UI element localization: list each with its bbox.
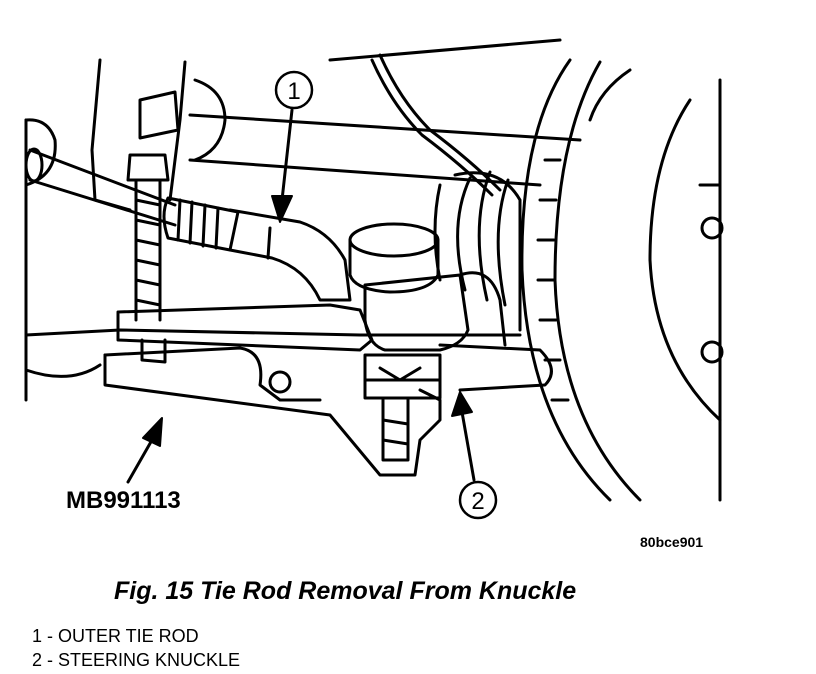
brake-rotor (520, 58, 724, 502)
callout-1-arrowhead (271, 195, 293, 223)
callout-1-leader (280, 108, 294, 202)
tie-rod-boot (162, 196, 240, 252)
callout-1-circle (274, 70, 314, 110)
lower-arm (24, 328, 553, 392)
callout-1-number: 1 (287, 78, 300, 105)
brake-line (370, 53, 502, 197)
cv-boot (433, 170, 522, 332)
outer-tie-rod (228, 208, 352, 302)
callout-2-circle (458, 480, 498, 520)
puller-tool (103, 153, 442, 477)
inner-tie-rod (24, 147, 177, 227)
tool-label-leader (126, 438, 154, 484)
legend: 1 - OUTER TIE ROD 2 - STEERING KNUCKLE (32, 624, 240, 672)
callout-2-leader (460, 410, 476, 482)
tool-label-arrowhead (142, 417, 163, 447)
callout-2-number: 2 (471, 488, 484, 515)
callout-2-arrowhead (451, 391, 473, 417)
figure-title: Fig. 15 Tie Rod Removal From Knuckle (114, 577, 577, 605)
ball-stud (348, 222, 440, 294)
tie-rod-removal-illustration: 1 2 (24, 38, 724, 520)
legend-item-1: 1 - OUTER TIE ROD (32, 626, 199, 646)
upper-arm (188, 38, 582, 187)
figure-code: 80bce901 (640, 534, 704, 550)
tool-label: MB991113 (66, 487, 181, 514)
legend-item-2: 2 - STEERING KNUCKLE (32, 650, 241, 670)
